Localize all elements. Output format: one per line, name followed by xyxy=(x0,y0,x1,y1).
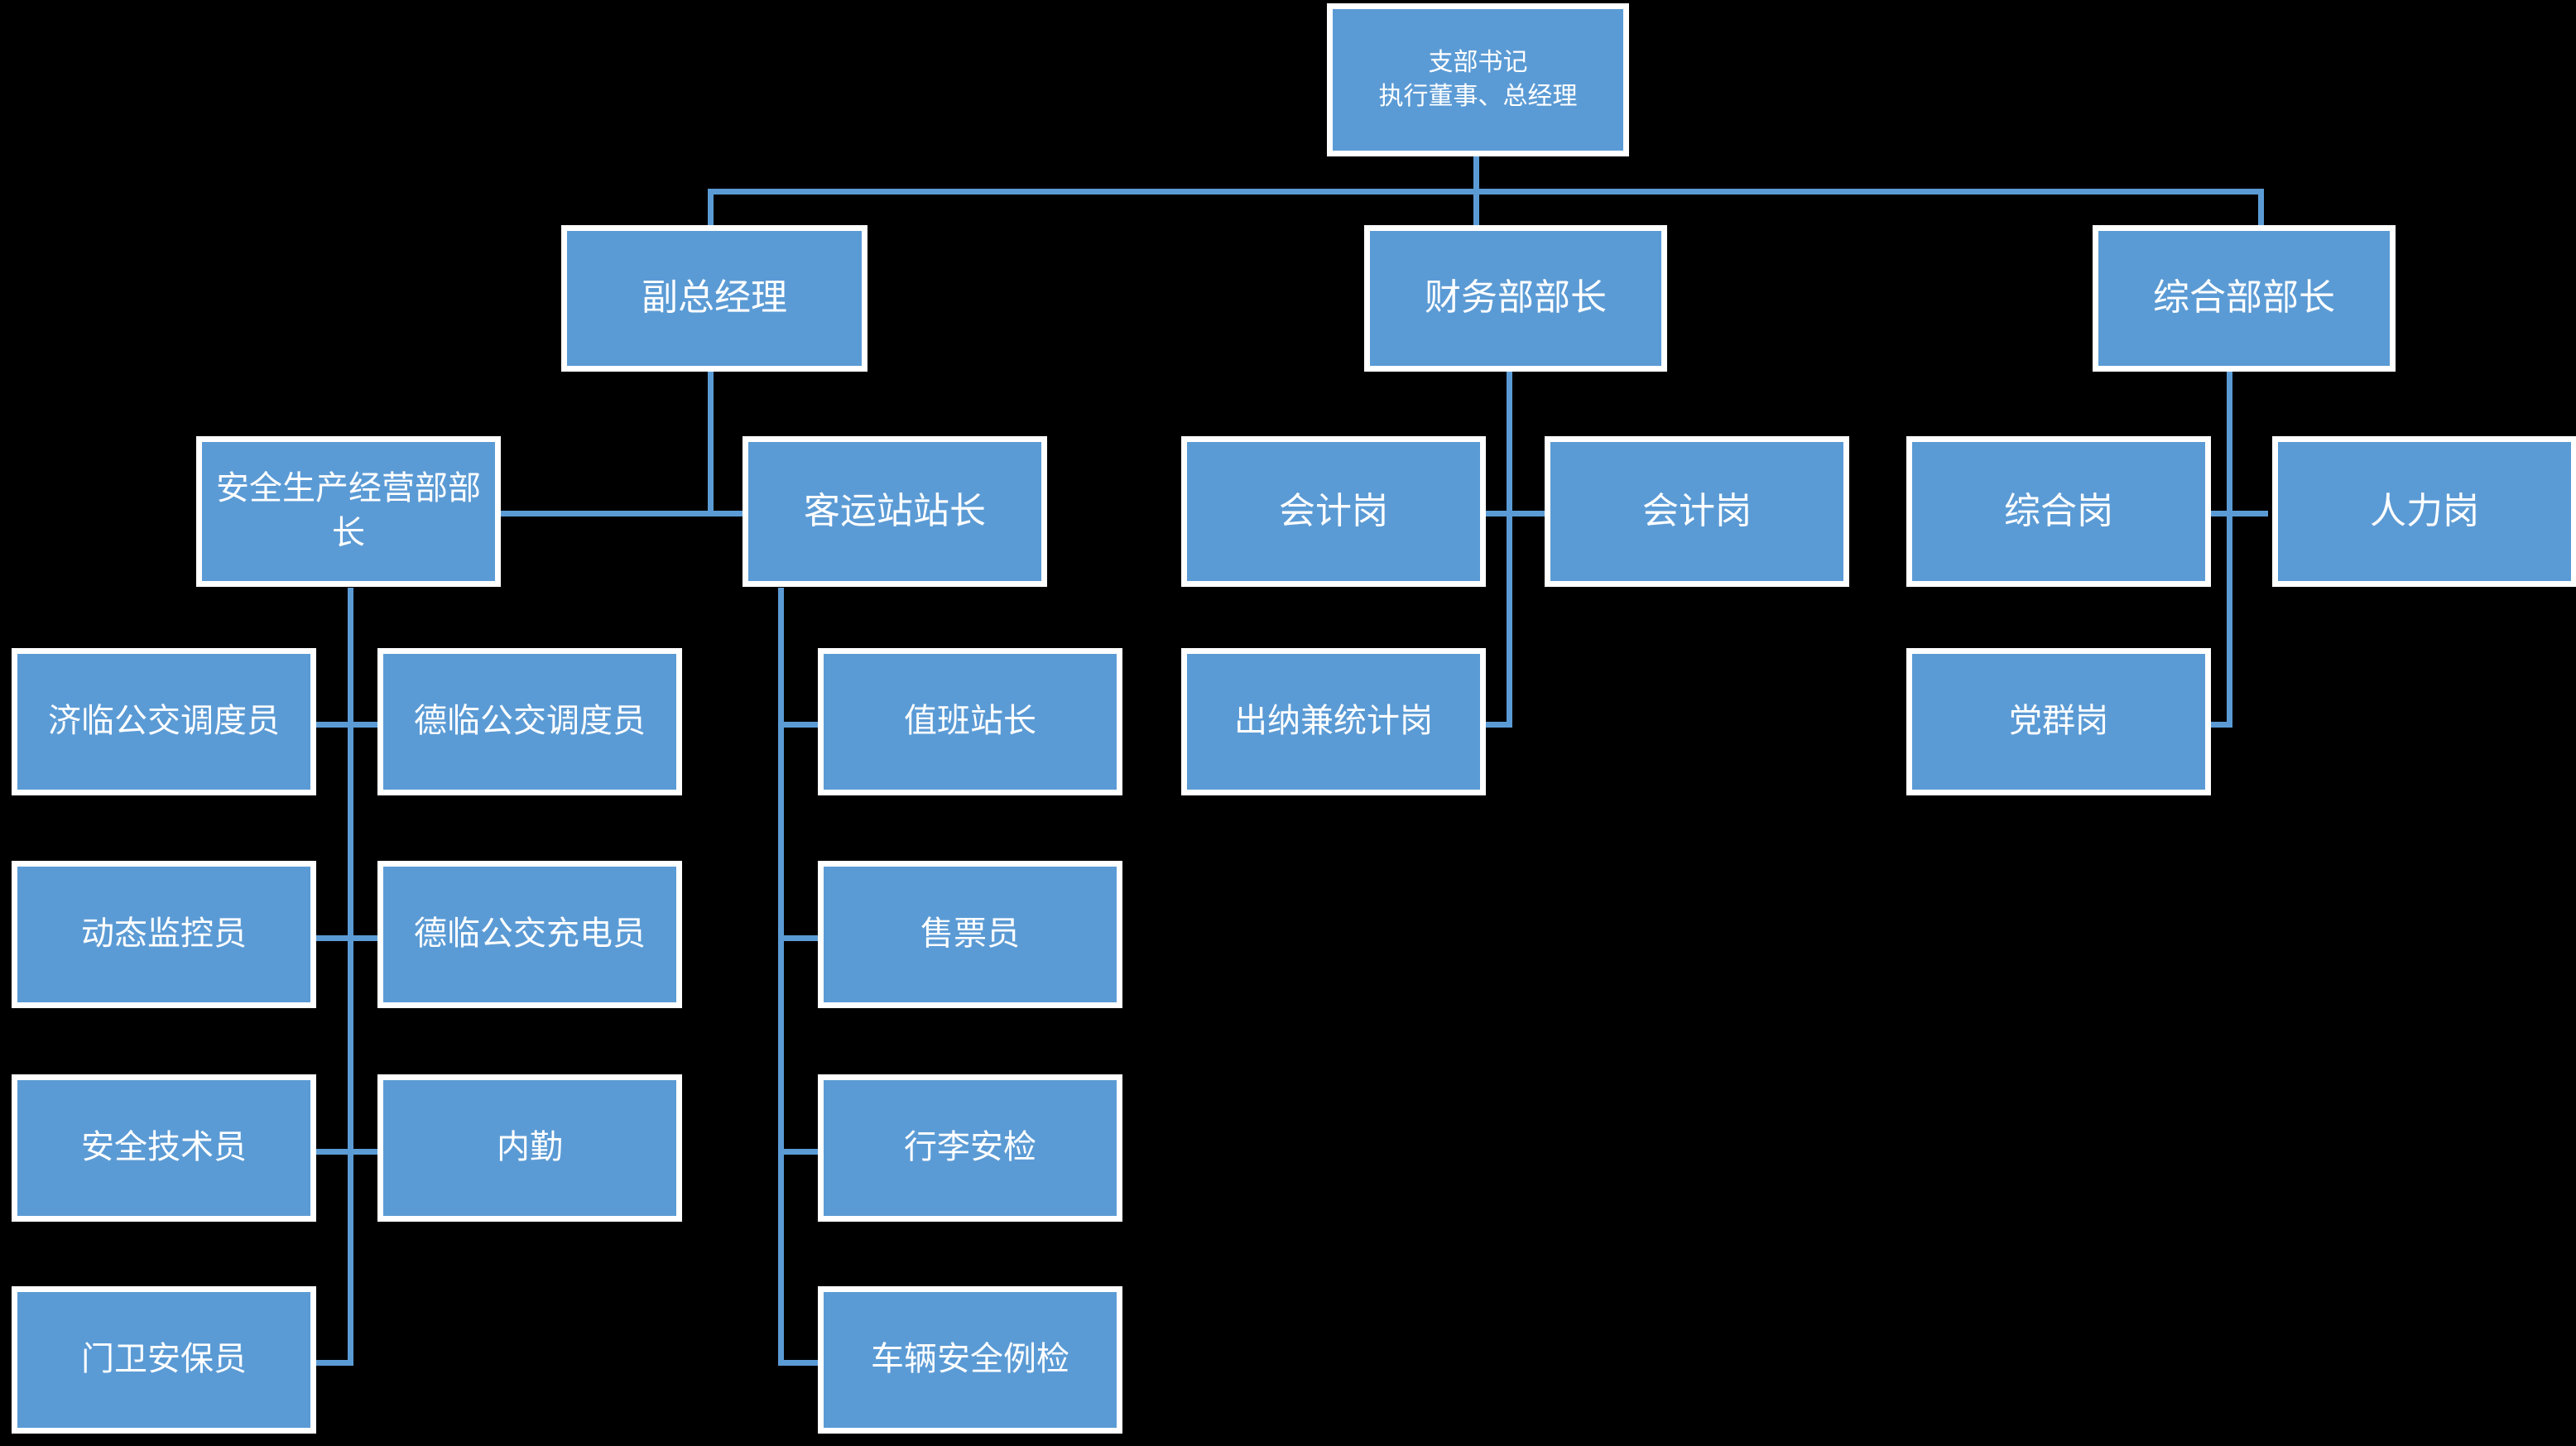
connector-finance-cashier xyxy=(1482,722,1512,728)
connector-safety-row-4 xyxy=(315,1360,352,1366)
node-jilin-bus-dispatcher[interactable]: 济临公交调度员 xyxy=(12,648,316,795)
node-label: 会计岗 xyxy=(1642,490,1752,531)
connector-top-bus xyxy=(708,189,2264,195)
connector-safety-row-2 xyxy=(315,935,414,941)
node-label: 行李安检 xyxy=(904,1129,1036,1166)
node-label: 党群岗 xyxy=(2009,703,2108,740)
node-label: 副总经理 xyxy=(642,277,787,319)
node-label: 安全生产经营部部长 xyxy=(216,470,481,551)
node-label: 值班站长 xyxy=(904,703,1036,740)
node-dynamic-monitor[interactable]: 动态监控员 xyxy=(12,861,316,1008)
node-ticket-seller[interactable]: 售票员 xyxy=(818,861,1122,1008)
node-office-clerk[interactable]: 内勤 xyxy=(377,1074,682,1222)
connector-general-posts xyxy=(2202,511,2268,516)
node-label: 综合部部长 xyxy=(2153,277,2335,319)
node-vehicle-safety-inspection[interactable]: 车辆安全例检 xyxy=(818,1286,1122,1434)
node-safety-technician[interactable]: 安全技术员 xyxy=(12,1074,316,1222)
node-label: 支部书记 执行董事、总经理 xyxy=(1378,49,1578,110)
connector-station-row-2 xyxy=(778,935,824,941)
node-label: 售票员 xyxy=(920,915,1020,953)
node-deputy-general-manager[interactable]: 副总经理 xyxy=(561,225,867,372)
node-party-mass-work-post[interactable]: 党群岗 xyxy=(1906,648,2211,795)
connector-safety-row-1 xyxy=(315,722,414,728)
connector-station-spine xyxy=(778,588,784,1366)
connector-safety-spine xyxy=(348,588,353,1366)
node-label: 德临公交调度员 xyxy=(414,703,646,740)
connector-finance-spine xyxy=(1507,371,1512,725)
node-human-resources-post[interactable]: 人力岗 xyxy=(2272,436,2576,587)
node-root-party-secretary[interactable]: 支部书记 执行董事、总经理 xyxy=(1327,3,1629,156)
node-label: 客运站站长 xyxy=(804,490,986,531)
node-label: 人力岗 xyxy=(2370,490,2479,531)
connector-bus-to-general-head xyxy=(2258,189,2264,226)
node-label: 会计岗 xyxy=(1279,490,1388,531)
connector-general-spine xyxy=(2227,371,2232,725)
node-luggage-security-check[interactable]: 行李安检 xyxy=(818,1074,1122,1222)
node-label: 德临公交充电员 xyxy=(414,915,646,953)
node-duty-station-master[interactable]: 值班站长 xyxy=(818,648,1122,795)
connector-deputy-gm-split xyxy=(497,511,745,516)
connector-deputy-gm-down xyxy=(708,371,714,513)
node-label: 财务部部长 xyxy=(1425,277,1607,319)
connector-general-party xyxy=(2202,722,2232,728)
node-label: 出纳兼统计岗 xyxy=(1234,703,1433,740)
node-delin-bus-dispatcher[interactable]: 德临公交调度员 xyxy=(377,648,682,795)
node-accountant-post-2[interactable]: 会计岗 xyxy=(1545,436,1849,587)
connector-finance-accountants xyxy=(1482,511,1548,516)
node-label: 综合岗 xyxy=(2004,490,2113,531)
node-cashier-statistics-post[interactable]: 出纳兼统计岗 xyxy=(1181,648,1486,795)
connector-bus-to-deputy-gm xyxy=(708,189,714,226)
connector-station-row-3 xyxy=(778,1149,824,1155)
connector-safety-row-3 xyxy=(315,1149,414,1155)
node-label: 门卫安保员 xyxy=(81,1341,247,1378)
connector-root-down xyxy=(1473,156,1479,192)
connector-station-row-1 xyxy=(778,722,824,728)
node-label: 动态监控员 xyxy=(81,915,247,953)
node-label: 济临公交调度员 xyxy=(48,703,280,740)
node-label: 内勤 xyxy=(497,1129,563,1166)
connector-station-row-4 xyxy=(778,1360,824,1366)
node-finance-department-head[interactable]: 财务部部长 xyxy=(1364,225,1667,372)
node-passenger-station-master[interactable]: 客运站站长 xyxy=(743,436,1047,587)
connector-bus-to-finance-head xyxy=(1473,189,1479,226)
node-safety-production-department-head[interactable]: 安全生产经营部部长 xyxy=(196,436,501,587)
node-gate-security-guard[interactable]: 门卫安保员 xyxy=(12,1286,316,1434)
node-general-affairs-post[interactable]: 综合岗 xyxy=(1906,436,2211,587)
node-general-department-head[interactable]: 综合部部长 xyxy=(2093,225,2396,372)
node-accountant-post-1[interactable]: 会计岗 xyxy=(1181,436,1486,587)
node-label: 安全技术员 xyxy=(81,1129,247,1166)
node-delin-bus-charger[interactable]: 德临公交充电员 xyxy=(377,861,682,1008)
node-label: 车辆安全例检 xyxy=(871,1341,1069,1378)
